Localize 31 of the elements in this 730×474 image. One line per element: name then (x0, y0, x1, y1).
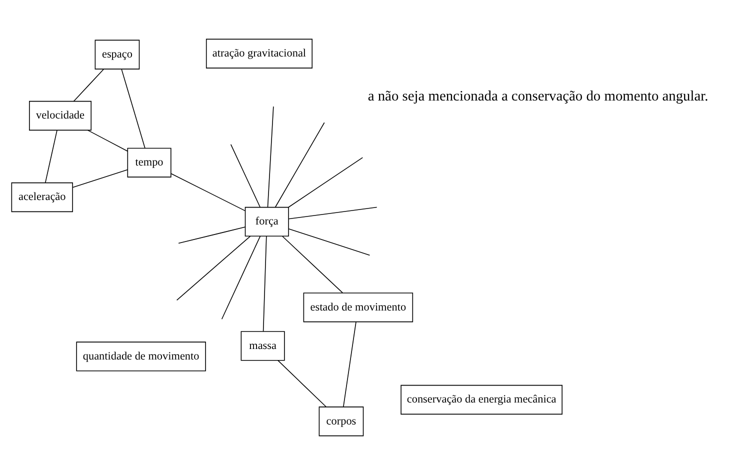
node-box: estado de movimento (303, 292, 414, 322)
connector (288, 228, 370, 256)
connector (274, 122, 325, 208)
node-box: quantidade de movimento (76, 341, 206, 371)
node-box: espaço (94, 39, 140, 69)
connector (121, 68, 146, 148)
connector (72, 168, 128, 188)
connector (170, 172, 246, 211)
node-box: atração gravitacional (206, 38, 313, 68)
connector (342, 321, 356, 407)
connector (221, 235, 261, 319)
connector (288, 206, 378, 219)
connector (44, 129, 58, 183)
connector (87, 129, 128, 152)
connector (178, 226, 246, 244)
node-box: corpos (318, 406, 364, 436)
node-box: conservação da energia mecânica (400, 384, 562, 414)
connector (262, 236, 267, 332)
node-box: força (244, 206, 289, 236)
connector (176, 235, 251, 300)
connector (288, 156, 364, 208)
connector (73, 68, 104, 102)
node-box: tempo (127, 147, 172, 177)
connector (267, 106, 274, 207)
connector (278, 360, 327, 407)
connector (230, 144, 260, 208)
node-box: aceleração (11, 182, 73, 212)
node-box: velocidade (29, 100, 92, 130)
label: a não seja mencionada a conservação do momento angular. (368, 88, 708, 104)
node-box: massa (240, 330, 285, 360)
connector (282, 235, 344, 293)
